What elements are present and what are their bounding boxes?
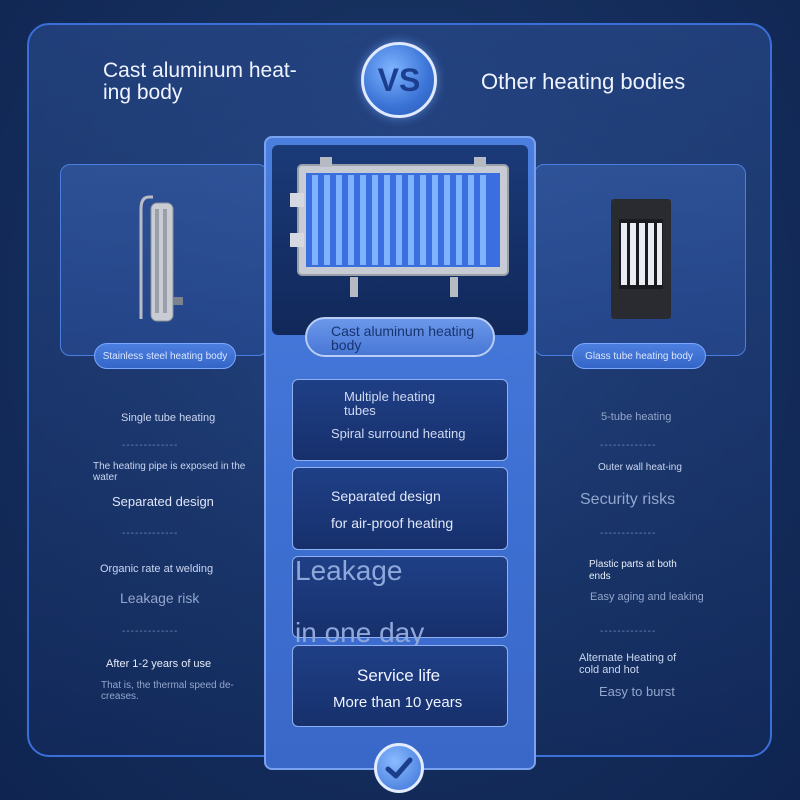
glass-tube-heater-icon — [611, 199, 671, 319]
divider: ------------- — [122, 440, 179, 451]
feature-line: Spiral surround heating — [331, 426, 466, 441]
center-image-panel — [272, 145, 528, 335]
feature-line: Leakage — [295, 555, 403, 586]
divider: ------------- — [122, 528, 179, 539]
feature-line: in one day — [295, 617, 425, 648]
divider: ------------- — [600, 440, 657, 451]
cast-aluminum-heater-icon — [290, 157, 509, 297]
left-title: Cast aluminum heat-ing body — [103, 59, 297, 104]
feature-line: for air-proof heating — [331, 515, 454, 531]
right-item: Plastic parts at both ends — [589, 559, 677, 582]
left-item: Single tube heating — [121, 412, 216, 424]
right-item: Security risks — [580, 491, 676, 508]
left-item: That is, the thermal speed de-creases. — [101, 680, 234, 702]
divider: ------------- — [600, 528, 657, 539]
feature-line: Multiple heating tubes — [344, 389, 436, 418]
right-panel-label: Glass tube heating body — [572, 343, 706, 369]
feature-box-leakage: Leakage in one day — [292, 555, 508, 648]
stainless-steel-heater-icon — [139, 195, 183, 322]
left-item: The heating pipe is exposed in the water — [93, 461, 246, 483]
right-item: 5-tube heating — [601, 411, 672, 423]
right-image-panel — [534, 164, 746, 356]
left-item: Leakage risk — [120, 590, 200, 606]
left-item: Separated design — [112, 494, 214, 509]
feature-line: Separated design — [331, 488, 441, 504]
feature-box-design: Separated design for air-proof heating — [292, 467, 508, 550]
feature-line: More than 10 years — [333, 694, 463, 711]
divider: ------------- — [600, 626, 657, 637]
right-item: Easy aging and leaking — [590, 591, 704, 603]
center-panel-label: Cast aluminum heating body — [305, 317, 495, 357]
vs-badge: VS — [361, 42, 437, 118]
left-image-panel — [60, 164, 268, 356]
left-item: Organic rate at welding — [100, 563, 214, 575]
right-item: Outer wall heat-ing — [598, 462, 682, 473]
left-item: After 1-2 years of use — [106, 658, 212, 670]
left-panel-label: Stainless steel heating body — [94, 343, 236, 369]
divider: ------------- — [122, 626, 179, 637]
feature-line: Service life — [357, 666, 441, 685]
right-item: Easy to burst — [599, 684, 675, 699]
right-title: Other heating bodies — [481, 69, 686, 94]
right-item: Alternate Heating of cold and hot — [579, 652, 677, 676]
feature-box-service-life: Service life More than 10 years — [292, 645, 508, 727]
feature-box-tubes: Multiple heating tubes Spiral surround h… — [292, 379, 508, 461]
checkmark-icon — [374, 743, 424, 793]
